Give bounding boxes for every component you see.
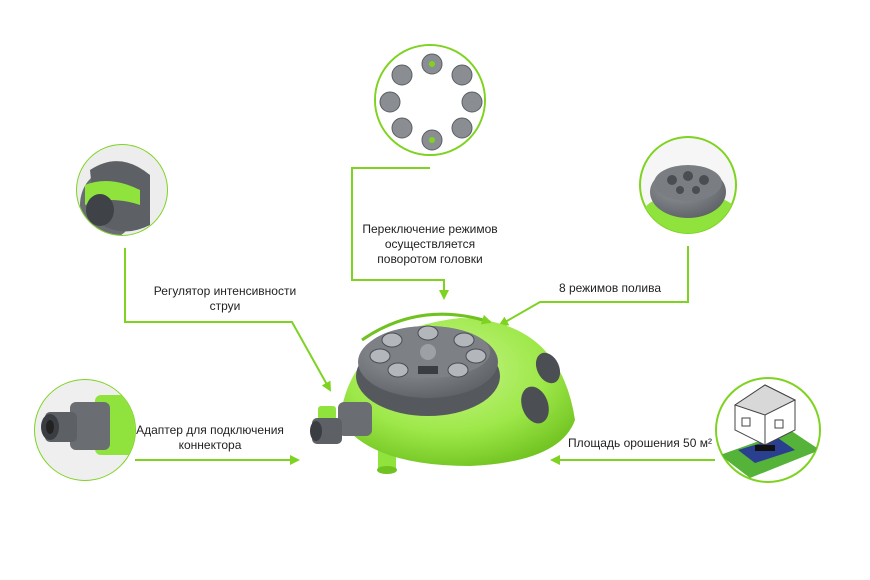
- switch-label-line1: Переключение режимов: [362, 222, 498, 236]
- ladybug-sprinkler-image: [310, 312, 575, 474]
- adapter-label-line2: коннектора: [178, 438, 242, 452]
- switch-label-line2: осуществляется: [384, 237, 476, 251]
- switch-modes-label: Переключение режимов осуществляется пово…: [340, 222, 520, 267]
- regulator-line: [124, 248, 331, 392]
- area-label-line1: Площадь орошения 50 м²: [568, 436, 712, 450]
- adapter-label: Адаптер для подключения коннектора: [120, 423, 300, 453]
- switch-label-line3: поворотом головки: [377, 252, 483, 266]
- irrigation-area-label: Площадь орошения 50 м²: [555, 436, 725, 451]
- connector-lines: [124, 167, 715, 465]
- regulator-label-line2: струи: [209, 299, 241, 313]
- spray-modes-detail-image: [374, 44, 486, 156]
- modes-label-line1: 8 режимов полива: [558, 281, 662, 295]
- regulator-label-line1: Регулятор интенсивности: [153, 284, 297, 298]
- modes-line: [498, 246, 689, 326]
- modes-count-label: 8 режимов полива: [540, 281, 680, 296]
- head-detail-image: [639, 136, 737, 234]
- adapter-label-line1: Адаптер для подключения: [136, 423, 284, 437]
- irrigation-area-image: [715, 377, 821, 483]
- regulator-detail-image: [76, 144, 168, 236]
- regulator-label: Регулятор интенсивности струи: [140, 284, 310, 314]
- adapter-detail-image: [34, 379, 136, 481]
- switch-line: [351, 167, 449, 300]
